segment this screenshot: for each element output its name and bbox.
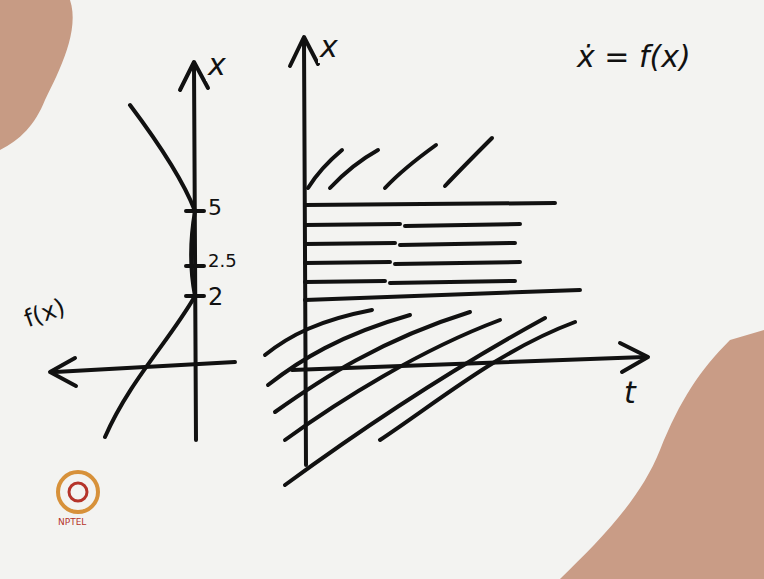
axis-label: x (206, 48, 228, 81)
axis-label: f(x) (19, 293, 71, 333)
axis-label: x (318, 30, 340, 63)
axis (304, 40, 306, 465)
solution (330, 150, 378, 188)
solution (385, 145, 436, 188)
hand (560, 330, 764, 579)
solution (305, 203, 555, 205)
logo (58, 472, 98, 512)
hand (0, 0, 73, 150)
tick-value: 2.5 (206, 251, 239, 271)
logo-text: NPTEL (56, 518, 88, 528)
arrowhead (620, 343, 648, 372)
equation: ẋ = f(x) (575, 40, 693, 73)
solution (380, 322, 575, 440)
solution (305, 281, 515, 283)
tick-value: 5 (206, 196, 224, 220)
axis (194, 65, 196, 440)
arrowhead (50, 358, 76, 386)
solution (285, 318, 545, 485)
solution (305, 243, 515, 245)
f-curve (105, 105, 195, 437)
solution (305, 224, 520, 226)
axis-label: t (622, 376, 638, 409)
arrowhead (290, 37, 318, 66)
solution (445, 138, 492, 186)
solution (305, 290, 580, 300)
tick-value: 2 (206, 284, 225, 310)
arrowhead (180, 62, 208, 90)
solution (305, 262, 520, 264)
